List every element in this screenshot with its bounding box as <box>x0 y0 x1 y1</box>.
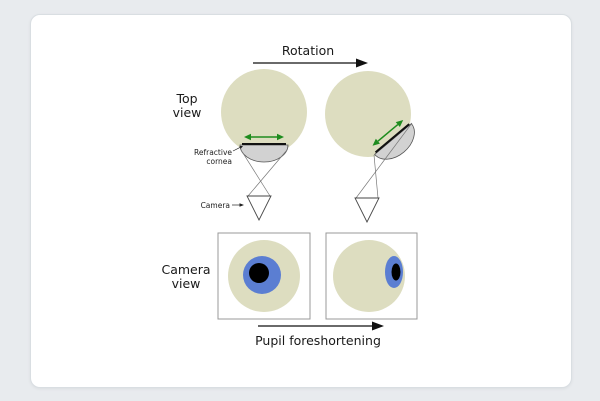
pupil-foreshortening-label: Pupil foreshortening <box>255 333 381 348</box>
cornea-lens-shape <box>374 123 415 160</box>
pupil-width-arrow-shaft <box>377 123 399 142</box>
eyeball-top-view-right <box>325 71 411 157</box>
pupil-foreshortened <box>391 263 401 281</box>
ray-line-left-2 <box>247 149 288 197</box>
top-view-label-line1: Top <box>175 91 197 106</box>
camera-label: Camera <box>201 201 230 210</box>
pupil-width-arrow-right-head-icon <box>395 120 404 127</box>
camera-pointer-head-icon <box>239 203 244 207</box>
pupil-frontal <box>249 263 269 283</box>
eyeball-camera-view-right <box>333 240 405 312</box>
foreshortening-arrow-head-icon <box>372 321 384 331</box>
ray-line-left-1 <box>240 149 271 197</box>
refractive-cornea-pointer-head-icon <box>239 146 243 149</box>
top-view-label-line2: view <box>173 105 202 120</box>
ray-line-right-2 <box>355 122 413 199</box>
rotation-arrow-head-icon <box>356 58 368 68</box>
ray-line-right-1 <box>373 154 379 199</box>
cornea-right-rotated <box>372 120 415 160</box>
eyeball-top-view-left <box>221 69 307 155</box>
pupil-width-arrow-right-head-icon <box>277 133 284 141</box>
cornea-left <box>239 133 289 163</box>
camera-triangle-right-icon <box>354 197 380 224</box>
refractive-cornea-pointer-shaft <box>232 146 241 152</box>
pupil-plane-line <box>374 123 410 154</box>
pupil-width-arrow-left-head-icon <box>372 138 380 146</box>
rotation-label: Rotation <box>282 43 334 58</box>
pupil-width-arrow-left-head-icon <box>244 133 251 141</box>
refractive-cornea-label-line2: cornea <box>206 157 232 166</box>
refractive-cornea-label-line1: Refractive <box>194 148 232 157</box>
camera-view-label-line2: view <box>172 276 201 291</box>
camera-view-label-line1: Camera <box>161 262 210 277</box>
camera-triangle-left-icon <box>246 195 272 222</box>
